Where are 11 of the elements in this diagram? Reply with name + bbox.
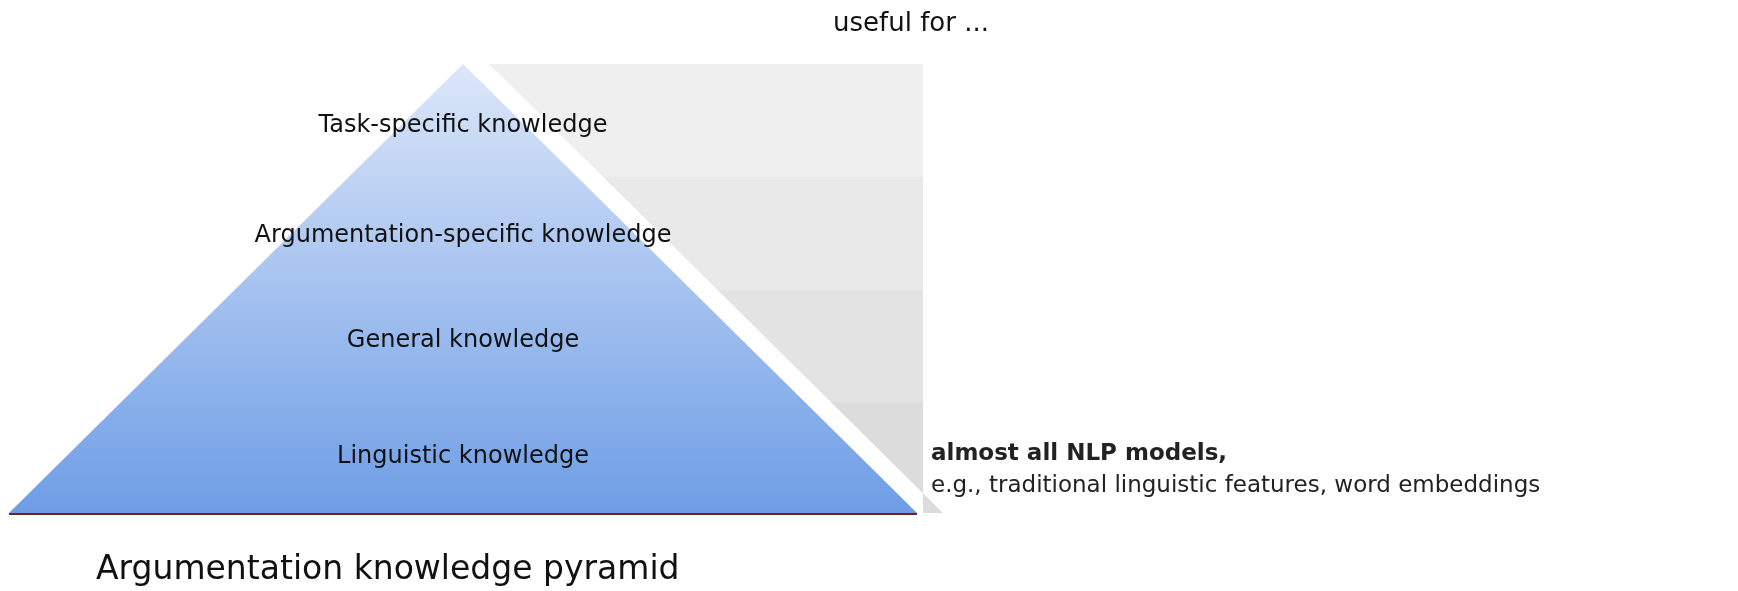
pyramid-layer (9, 402, 917, 513)
usage-text: e.g., traditional linguistic features, word embeddings (931, 470, 1541, 499)
pyramid-layer (234, 177, 692, 290)
layer-label: Task-specific knowledge (317, 109, 609, 140)
pyramid-layer (121, 290, 805, 402)
layer-label: Argumentation-specific knowledge (253, 219, 673, 250)
column-heading: useful for ... (833, 6, 989, 38)
caption: Argumentation knowledge pyramid (96, 548, 680, 588)
layer-label: General knowledge (345, 324, 581, 355)
layer-label: Linguistic knowledge (336, 440, 590, 471)
usage-heading: almost all NLP models, (931, 438, 1228, 467)
